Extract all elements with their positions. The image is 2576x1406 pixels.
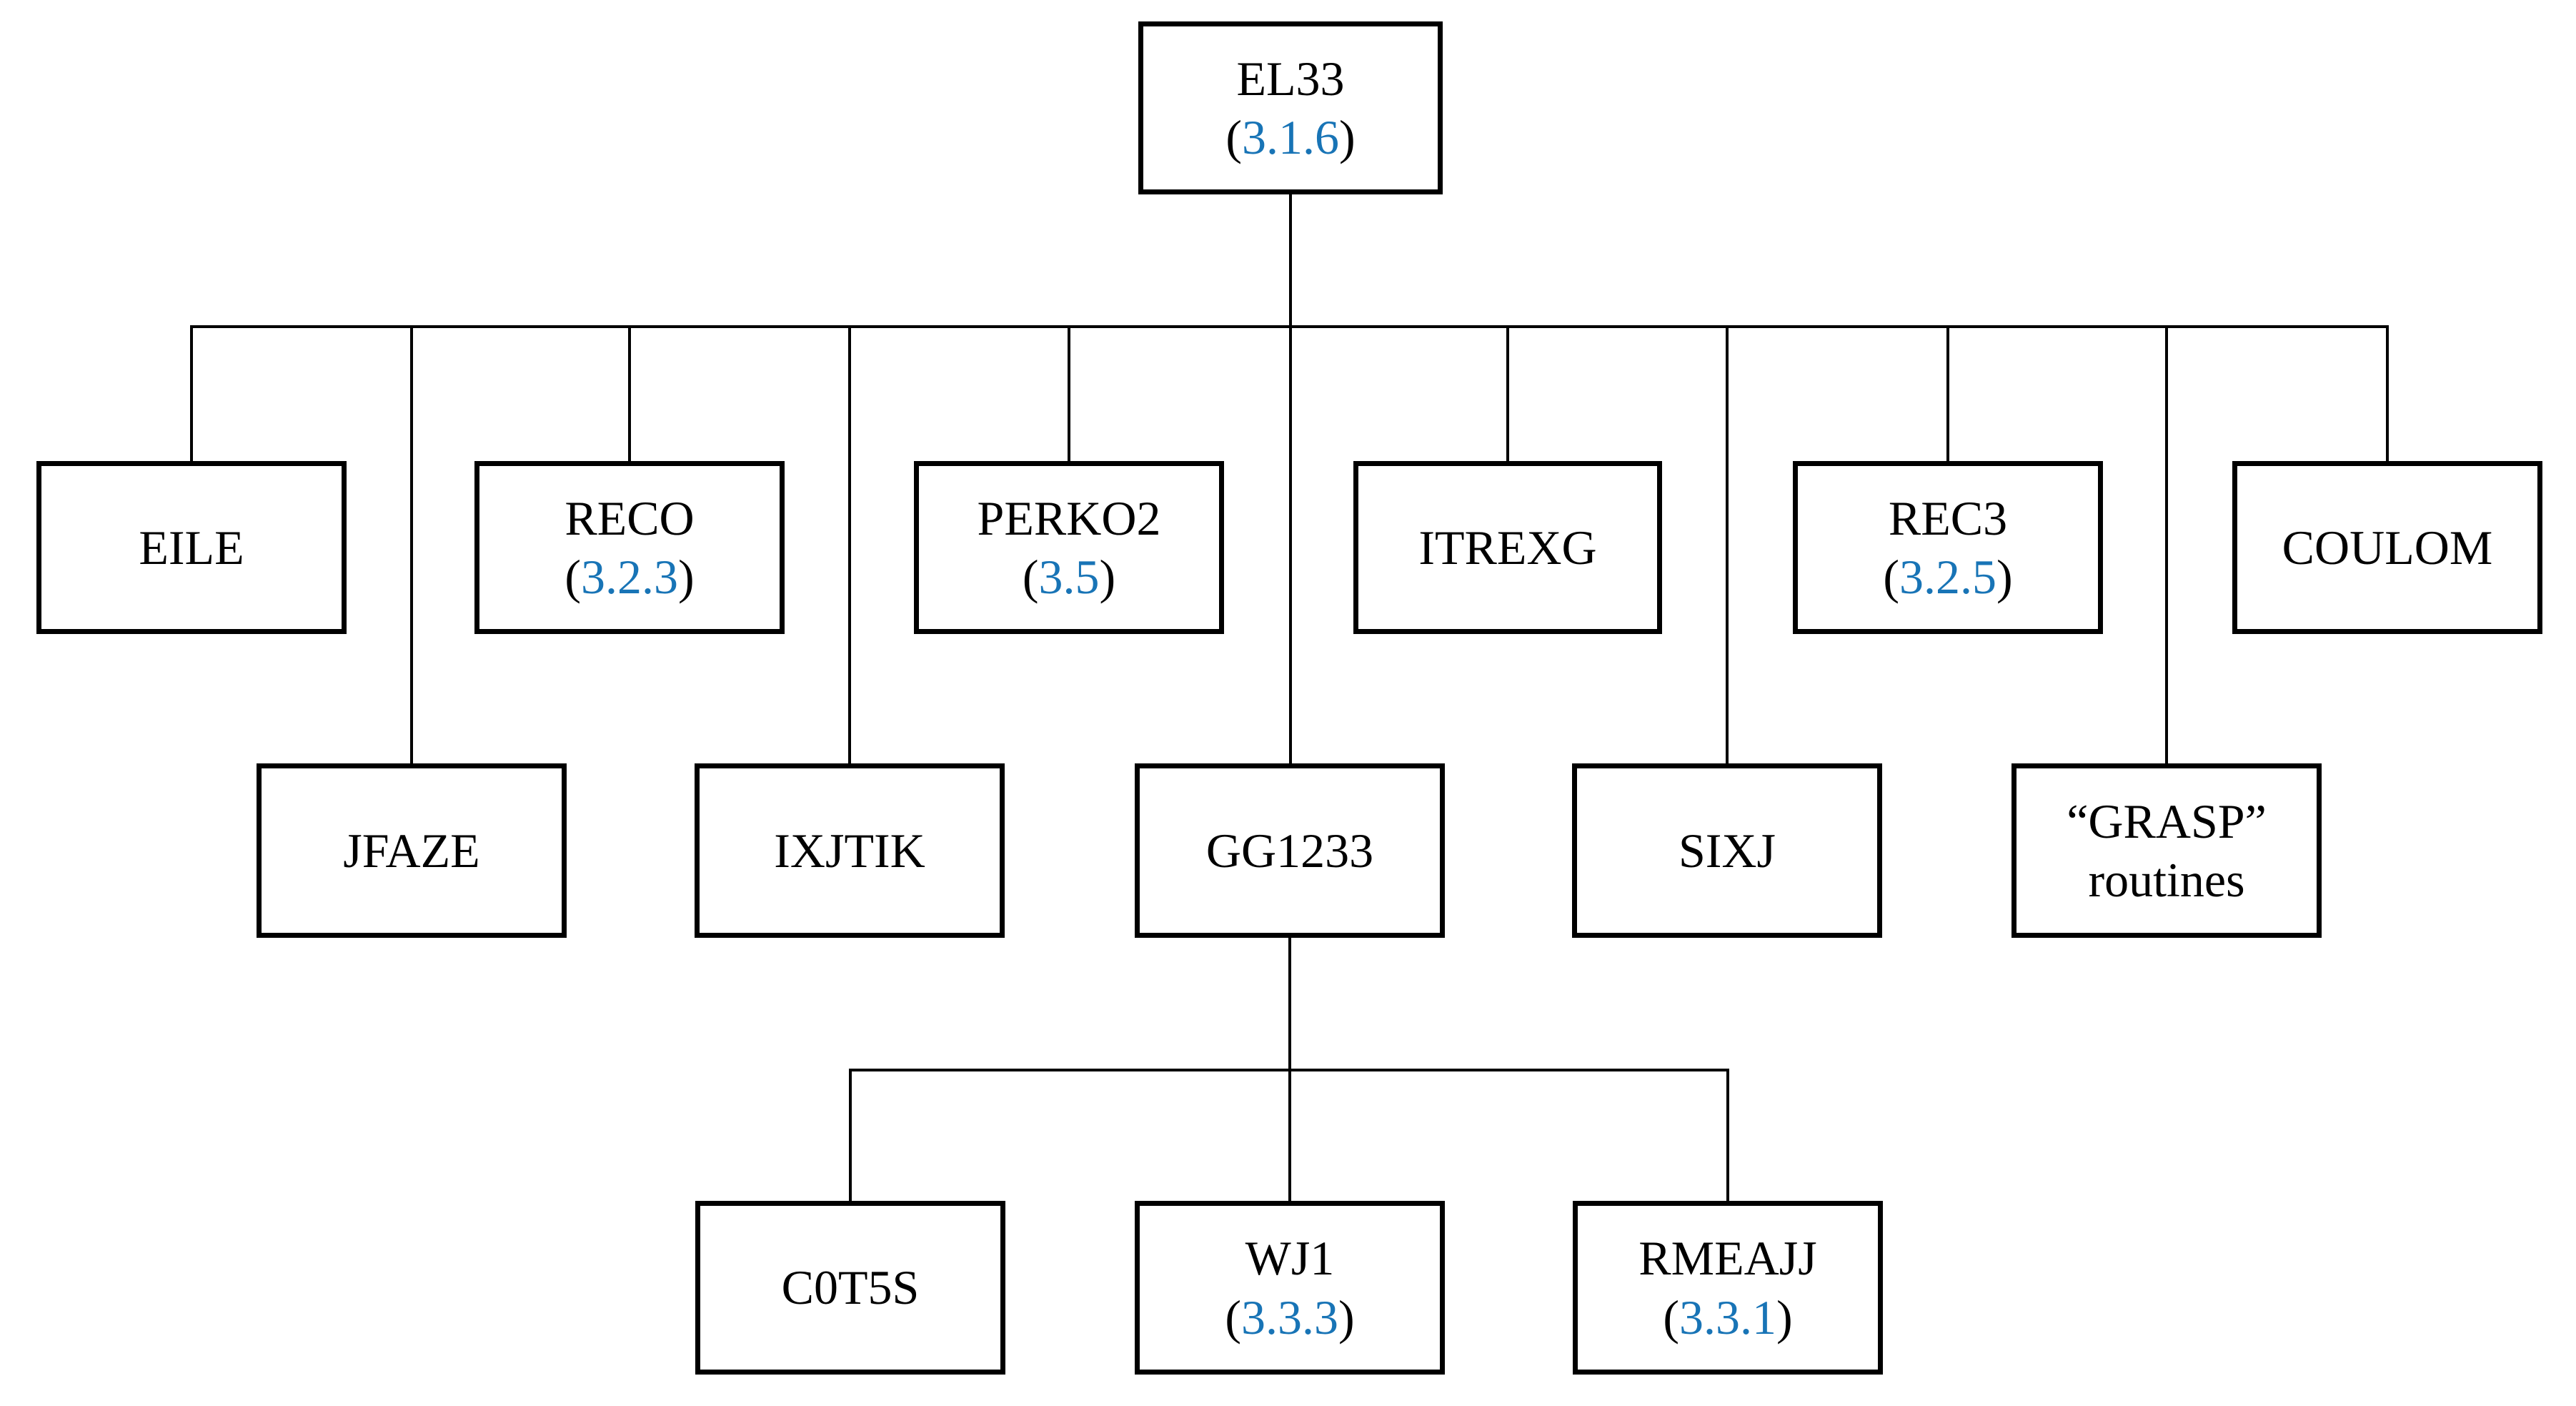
node-itrexg: ITREXG [1353,461,1662,634]
node-label: EILE [139,520,244,575]
node-label: PERKO2 [977,490,1161,545]
node-label-line2: routines [2088,853,2245,907]
node-eile: EILE [36,461,347,634]
node-label: SIXJ [1678,823,1776,878]
connector-drop-c0t5s [849,1069,852,1202]
node-sixj: SIXJ [1572,763,1882,938]
connector-drop-reco [628,325,631,462]
connector-drop-coulom [2386,325,2389,462]
node-reco: RECO (3.2.3) [474,461,785,634]
connector-el33-gg1233 [1289,193,1292,765]
node-label: REC3 [1888,490,2008,545]
connector-drop-rmeajj [1726,1069,1729,1202]
node-rmeajj: RMEAJJ (3.3.1) [1573,1201,1883,1375]
node-label: JFAZE [343,823,480,878]
connector-drop-sixj [1726,325,1729,765]
node-perko2: PERKO2 (3.5) [914,461,1224,634]
connector-drop-perko2 [1068,325,1070,462]
node-label: C0T5S [781,1260,920,1315]
connector-drop-jfaze [410,325,413,765]
node-ixjtik: IXJTIK [695,763,1005,938]
node-version: (3.3.3) [1225,1289,1355,1345]
node-label: RECO [565,490,695,545]
node-version: (3.1.6) [1225,110,1356,164]
node-version: (3.2.5) [1883,550,2013,604]
node-label: RMEAJJ [1638,1231,1817,1286]
node-version: (3.3.1) [1663,1289,1793,1345]
node-label: ITREXG [1418,520,1597,575]
connector-drop-ixjtik [848,325,851,765]
connector-drop-eile [190,325,193,462]
node-el33: EL33 (3.1.6) [1138,21,1443,194]
node-version: (3.5) [1022,550,1116,604]
node-label: GG1233 [1205,823,1374,878]
node-rec3: REC3 (3.2.5) [1793,461,2103,634]
connector-drop-itrexg [1506,325,1509,462]
node-coulom: COULOM [2232,461,2542,634]
connector-drop-grasp [2165,325,2168,765]
node-wj1: WJ1 (3.3.3) [1135,1201,1445,1375]
connector-drop-wj1 [1288,1069,1291,1202]
node-label: WJ1 [1245,1231,1335,1286]
node-jfaze: JFAZE [257,763,567,938]
node-label: EL33 [1236,51,1345,106]
connector-gg1233-bus [1288,936,1291,1070]
node-label: COULOM [2282,520,2493,575]
node-c0t5s: C0T5S [695,1201,1005,1375]
node-gg1233: GG1233 [1135,763,1445,938]
node-label: IXJTIK [774,823,925,878]
node-version: (3.2.3) [565,550,695,604]
connector-drop-rec3 [1946,325,1949,462]
node-grasp-routines: “GRASP” routines [2011,763,2322,938]
node-label: “GRASP” [2067,793,2267,848]
